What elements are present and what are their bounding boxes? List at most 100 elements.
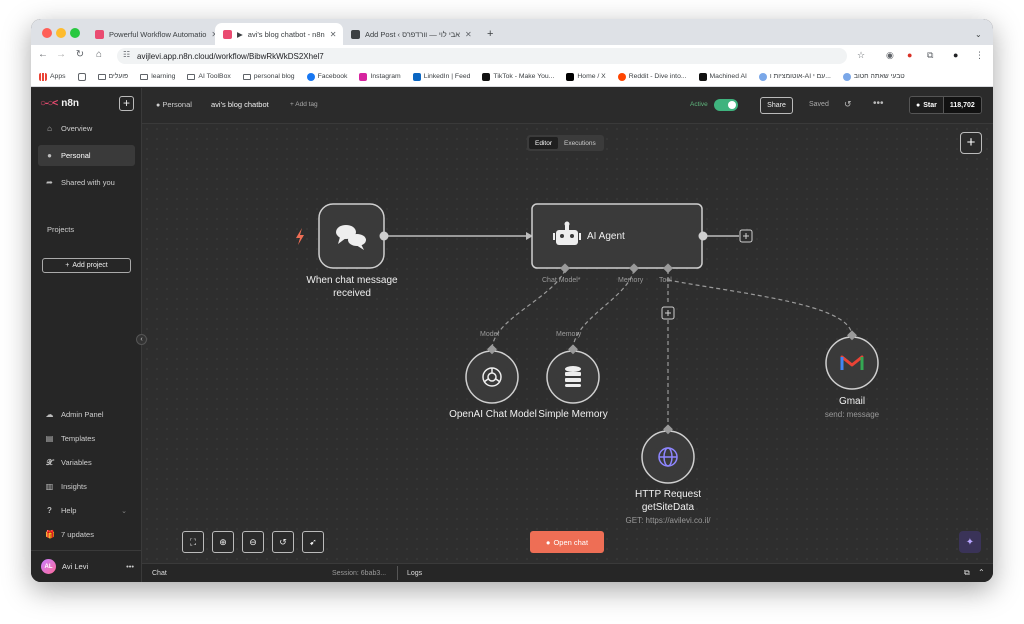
sidebar-item-personal[interactable]: ●Personal <box>38 145 135 166</box>
back-arrow-icon[interactable]: ← <box>38 49 48 60</box>
bookmark-tiktok[interactable]: TikTok - Make You... <box>482 72 554 81</box>
user-menu[interactable]: AL Avi Levi ••• <box>31 550 142 582</box>
extensions-puzzle-icon[interactable]: ⧉ <box>927 50 934 60</box>
tab-editor[interactable]: Editor <box>529 137 558 149</box>
zoom-in-icon: ⊕ <box>219 536 227 547</box>
bookmark-star-icon[interactable]: ☆ <box>857 50 866 60</box>
sidebar: ○-○<n8n + ⌂Overview ●Personal ➦Shared wi… <box>31 88 142 582</box>
bookmark-instagram[interactable]: Instagram <box>359 72 401 81</box>
agent-output-port[interactable] <box>698 231 708 241</box>
close-tab-icon[interactable]: ✕ <box>465 29 472 39</box>
add-node-button[interactable]: + <box>960 132 982 154</box>
minimize-window-button[interactable] <box>56 28 66 38</box>
collapse-sidebar-chevron-icon[interactable]: ‹ <box>136 334 147 345</box>
connection-chat-model <box>491 269 566 351</box>
browser-tab-add-post[interactable]: Add Post ‹ אבי לוי — וורדפרס ✕ <box>343 23 477 45</box>
http-input-port[interactable] <box>663 424 673 435</box>
openai-input-port[interactable] <box>487 344 497 355</box>
sidebar-item-templates[interactable]: ▤Templates <box>45 434 96 443</box>
sidebar-item-admin-panel[interactable]: ☁Admin Panel <box>45 410 104 419</box>
sidebar-item-insights[interactable]: ▥Insights <box>45 482 87 491</box>
new-tab-button[interactable]: + <box>487 28 494 40</box>
github-star-button[interactable]: ●Star 118,702 <box>909 96 982 114</box>
camera-extension-icon[interactable]: ◉ <box>886 50 894 60</box>
tab-list-chevron-icon[interactable]: ⌄ <box>975 29 982 39</box>
browser-menu-icon[interactable]: ⋮ <box>975 50 984 60</box>
chevron-up-icon[interactable]: ⌃ <box>978 568 985 577</box>
bookmark-linkedin[interactable]: LinkedIn | Feed <box>412 72 470 81</box>
breadcrumb-project[interactable]: ● Personal <box>156 100 192 109</box>
add-tag-link[interactable]: + Add tag <box>290 101 318 108</box>
bookmark-folder-ai-toolbox[interactable]: AI ToolBox <box>187 73 231 80</box>
chat-panel-tab[interactable]: Chat <box>152 570 167 577</box>
n8n-logo[interactable]: ○-○<n8n <box>40 98 80 109</box>
sidebar-item-overview[interactable]: ⌂Overview <box>38 118 135 139</box>
user-menu-dots-icon[interactable]: ••• <box>126 562 134 571</box>
extension-badge-icon[interactable]: ● <box>907 50 913 60</box>
ai-assistant-button[interactable]: ✦ <box>959 531 981 553</box>
bookmark-folder-learning[interactable]: learning <box>140 73 175 80</box>
home-icon[interactable]: ⌂ <box>95 49 103 60</box>
apps-grid-icon <box>39 72 47 81</box>
close-tab-icon[interactable]: ✕ <box>329 29 337 39</box>
port-tool[interactable] <box>663 263 673 274</box>
maximize-window-button[interactable] <box>70 28 80 38</box>
reload-icon[interactable]: ↻ <box>75 49 85 60</box>
logs-panel-tab[interactable]: Logs <box>407 570 423 577</box>
tidy-up-button[interactable]: ➹ <box>302 531 324 553</box>
add-project-button[interactable]: +Add project <box>42 258 131 273</box>
bookmark-apps[interactable]: Apps <box>39 72 66 81</box>
active-toggle[interactable] <box>714 99 738 111</box>
create-button[interactable]: + <box>119 96 134 111</box>
openai-chat-model-node[interactable] <box>465 350 519 404</box>
close-tab-icon[interactable]: ✕ <box>211 29 215 39</box>
forward-arrow-icon[interactable]: → <box>56 49 66 60</box>
popout-icon[interactable]: ⧉ <box>964 568 970 577</box>
sidebar-item-updates[interactable]: 🎁7 updates <box>45 530 94 539</box>
bookmark-natural[interactable]: טבעי שאתה חטוב <box>842 72 905 81</box>
sidebar-item-shared[interactable]: ➦Shared with you <box>46 178 115 187</box>
browser-tab-chatbot[interactable]: ▶ avi's blog chatbot - n8n ✕ <box>215 23 343 45</box>
bookmark-folder-1[interactable]: פועלים <box>97 73 128 80</box>
more-options-icon[interactable]: ••• <box>873 98 884 109</box>
workflow-canvas[interactable]: Editor Executions + <box>142 124 993 563</box>
profile-avatar-icon[interactable]: ● <box>953 50 959 60</box>
sidebar-item-help[interactable]: ?Help⌄ <box>38 500 135 521</box>
address-bar[interactable]: ☷ avijlevi.app.n8n.cloud/workflow/BibwRk… <box>117 48 847 64</box>
zoom-in-button[interactable]: ⊕ <box>212 531 234 553</box>
chat-model-port-label: Chat Model* <box>542 277 581 284</box>
workflow-name[interactable]: avi's blog chatbot <box>211 100 269 109</box>
port-memory[interactable] <box>629 263 639 274</box>
session-id: Session: 6bab3... <box>332 570 387 577</box>
open-chat-button[interactable]: ●Open chat <box>530 531 604 553</box>
reset-zoom-button[interactable]: ↺ <box>272 531 294 553</box>
site-info-icon[interactable]: ☷ <box>123 50 131 59</box>
browser-tab-workflow-automation[interactable]: Powerful Workflow Automatio ✕ <box>87 23 215 45</box>
projects-heading: Projects <box>47 225 75 234</box>
simple-memory-node[interactable] <box>546 350 600 404</box>
gmail-node[interactable] <box>825 336 879 390</box>
n8n-favicon-icon <box>95 29 104 39</box>
bookmark-reddit[interactable]: Reddit - Dive into... <box>617 72 687 81</box>
openai-node-label: OpenAI Chat Model <box>449 409 537 420</box>
variables-icon: 𝓧 <box>46 457 53 467</box>
gmail-input-port[interactable] <box>847 330 857 341</box>
tab-executions[interactable]: Executions <box>563 139 596 147</box>
bookmark-x[interactable]: Home / X <box>566 72 606 81</box>
bookmark-grid[interactable] <box>77 72 86 81</box>
memory-input-port[interactable] <box>568 344 578 355</box>
share-button[interactable]: Share <box>760 97 793 114</box>
facebook-icon <box>306 72 315 81</box>
bookmark-automations[interactable]: אוטומציות ו-AI עם י... <box>758 72 831 81</box>
trigger-output-port[interactable] <box>379 231 389 241</box>
insights-icon: ▥ <box>45 482 54 491</box>
close-window-button[interactable] <box>42 28 52 38</box>
bookmark-facebook[interactable]: Facebook <box>306 72 347 81</box>
bookmark-machined-ai[interactable]: Machined AI <box>698 72 747 81</box>
zoom-to-fit-button[interactable]: ⛶ <box>182 531 204 553</box>
history-icon[interactable]: ↺ <box>844 99 852 109</box>
port-chat-model[interactable] <box>560 263 570 274</box>
zoom-out-button[interactable]: ⊖ <box>242 531 264 553</box>
bookmark-folder-personal-blog[interactable]: personal blog <box>242 73 295 80</box>
